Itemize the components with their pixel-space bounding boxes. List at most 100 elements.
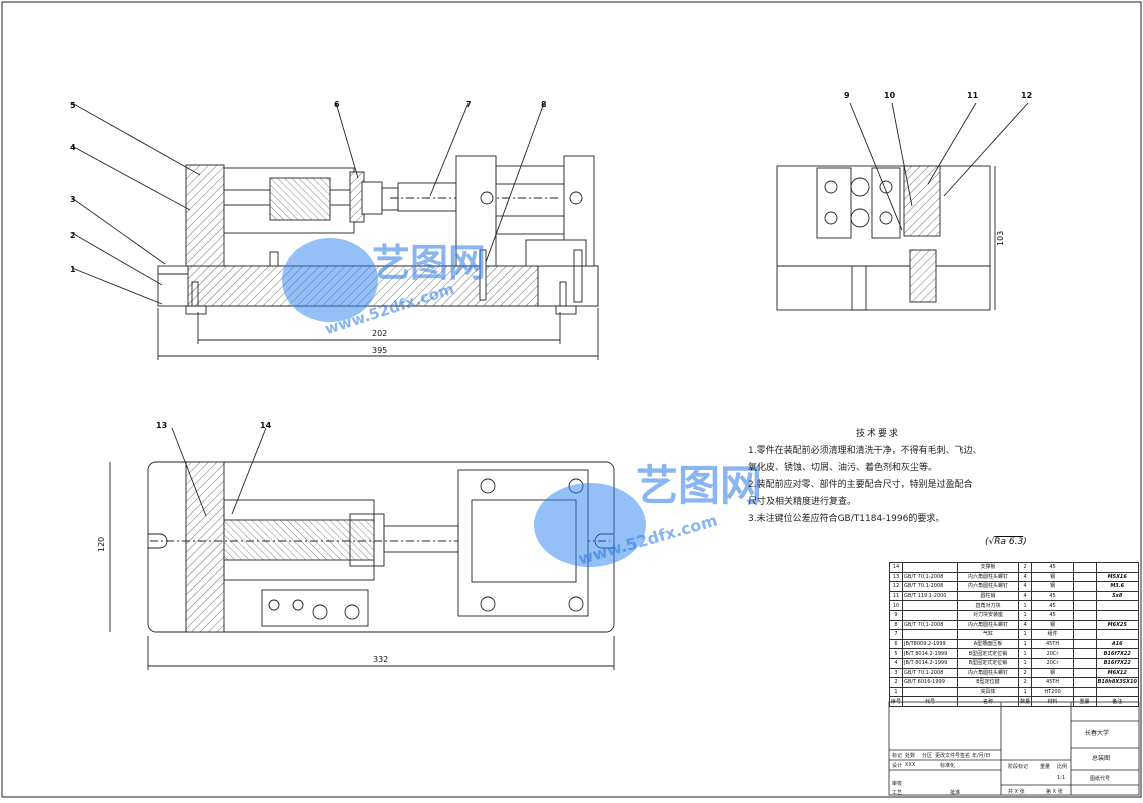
bom-qty: 1 [1017, 657, 1033, 669]
bom-no: 10 [888, 600, 904, 611]
bom-no: 1 [888, 686, 904, 698]
bom-no: 9 [888, 609, 904, 621]
bom-qty: 1 [1017, 609, 1033, 621]
bom-note: M6X25 [1095, 619, 1139, 631]
standard-label: 标准化 [940, 763, 956, 769]
bom-no: 14 [888, 562, 904, 573]
division-label: 分区 [922, 753, 933, 759]
bom-note [1095, 686, 1139, 698]
tech-line-5: 3.未注键位公差应符合GB/T1184-1996的要求。 [748, 514, 945, 524]
bom-name: 内六角圆柱头螺钉 [957, 667, 1019, 679]
bom-header-no: 序号 [888, 696, 904, 707]
marks-label: 标记 [892, 753, 903, 759]
dim-front-inner: 202 [372, 329, 387, 338]
bom-empty [1072, 609, 1097, 621]
bom-empty [1072, 638, 1097, 650]
bom-note: A16 [1095, 638, 1139, 650]
bom-empty [1072, 667, 1097, 679]
balloon-14: 14 [260, 421, 272, 430]
balloon-4: 4 [70, 143, 76, 152]
bom-no: 12 [888, 581, 904, 592]
dim-top-height: 120 [97, 537, 106, 552]
bom-qty: 1 [1017, 638, 1033, 650]
bom-qty: 4 [1017, 590, 1033, 602]
bom-name: A型槽面压板 [957, 638, 1019, 650]
dim-front-overall: 395 [372, 346, 387, 355]
bom-empty [1072, 600, 1097, 611]
bom-qty: 1 [1017, 629, 1033, 640]
balloon-5: 5 [70, 101, 76, 110]
bom-no: 4 [888, 657, 904, 669]
bom-code [902, 629, 959, 640]
bom-code: GB/T 6016-1999 [902, 677, 959, 688]
sheets-total: 共 X 张 [1008, 789, 1025, 795]
bom-empty [1072, 648, 1097, 659]
bom-no: 6 [888, 638, 904, 650]
front-view [71, 102, 599, 360]
bom-qty: 2 [1017, 562, 1033, 573]
bom-qty: 1 [1017, 600, 1033, 611]
sheet-current: 第 X 张 [1046, 789, 1063, 795]
bom-header-note: 备注 [1095, 696, 1139, 707]
bom-note: B16f7X22 [1095, 657, 1139, 669]
scale-label: 比例 [1057, 764, 1068, 770]
bom-material: 钢 [1031, 581, 1074, 592]
bom-header-qty: 数量 [1017, 696, 1033, 707]
bom-name: 直角对刀块 [957, 600, 1019, 611]
bom-material: 45 [1031, 590, 1074, 602]
title-block-frame [888, 701, 1140, 796]
tech-title: 技术要求 [855, 429, 900, 439]
bom-no: 7 [888, 629, 904, 640]
bom-name: B型定位键 [957, 677, 1019, 688]
technical-requirements: 技术要求 1.零件在装配前必须清理和清洗干净，不得有毛刺、飞边、 氧化皮、锈蚀、… [748, 426, 1048, 528]
bom-name: 支撑板 [957, 562, 1019, 573]
balloon-10: 10 [884, 91, 896, 100]
bom-qty: 4 [1017, 581, 1033, 592]
scale-value: 1:1 [1057, 775, 1066, 781]
bom-name: B型固定式定位销 [957, 648, 1019, 659]
bom-header-name: 名称 [957, 696, 1019, 707]
bom-note [1095, 562, 1139, 573]
bom-no: 13 [888, 571, 904, 583]
bom-no: 3 [888, 667, 904, 679]
bom-empty [1072, 619, 1097, 631]
approve-label: 批准 [950, 790, 961, 796]
watermark-logo-1 [282, 238, 378, 322]
designer-label: 设计 [892, 763, 903, 769]
bom-empty [1072, 657, 1097, 669]
tech-line-3: 2.装配前应对零、部件的主要配合尺寸，特别是过盈配合 [748, 480, 973, 490]
bom-qty: 4 [1017, 619, 1033, 631]
dim-side-height: 103 [996, 231, 1005, 246]
bom-no: 5 [888, 648, 904, 659]
bom-code: GB/T 70.1-2008 [902, 571, 959, 583]
watermark-brand-1: 艺图网 [372, 241, 487, 285]
bom-empty [1072, 562, 1097, 573]
tech-line-1: 1.零件在装配前必须清理和清洗干净，不得有毛刺、飞边、 [748, 446, 982, 456]
sign-label: 签名 [960, 753, 971, 759]
bom-note: M6X12 [1095, 667, 1139, 679]
balloon-13: 13 [156, 421, 167, 430]
bom-code: JB/T 8014.2-1999 [902, 657, 959, 669]
bom-note: M5X16 [1095, 571, 1139, 583]
bom-code [902, 562, 959, 573]
bom-note [1095, 609, 1139, 621]
bom-qty: 1 [1017, 648, 1033, 659]
bom-note: M3.6 [1095, 581, 1139, 592]
date-label: 年/月/日 [972, 753, 991, 759]
bom-material: 45 [1031, 600, 1074, 611]
balloon-labels: 5 4 3 2 1 6 7 8 9 10 11 12 13 14 [70, 91, 1032, 430]
bom-empty [1072, 571, 1097, 583]
bom-header-row: 序号代号名称数量材料重量备注 [888, 696, 1139, 707]
bom-note [1095, 600, 1139, 611]
bom-material: 钢 [1031, 667, 1074, 679]
bom-material: 45 [1031, 609, 1074, 621]
